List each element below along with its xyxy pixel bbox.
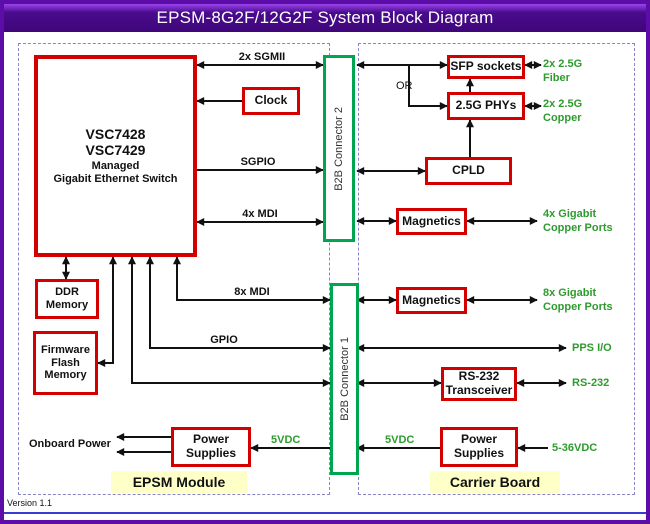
sgmii-bus-label: 2x SGMII [238,51,286,63]
phys-block: 2.5G PHYs [447,92,525,120]
pps-label: PPS I/O [572,342,612,354]
rs232-port-label: RS-232 [572,377,610,389]
magnetics-top-block: Magnetics [396,208,467,235]
diagram-title: EPSM-8G2F/12G2F System Block Diagram [4,4,646,32]
onboard-power-label: Onboard Power [29,438,111,450]
ddr-memory-block: DDR Memory [35,279,99,319]
vin-label: 5-36VDC [552,442,598,454]
mdi4-bus-label: 4x MDI [242,208,278,220]
firmware-flash-memory-block: Firmware Flash Memory [33,331,98,395]
epsm-module-label: EPSM Module [111,471,247,493]
or-branch-line [408,65,448,110]
sgpio-bus-label: SGPIO [240,156,276,168]
carrier-board-region [358,43,635,495]
ethernet-switch-block: VSC7428 VSC7429 Managed Gigabit Ethernet… [34,55,197,257]
b2b-connector-1: B2B Connector 1 [330,283,359,475]
fiber-port-label: 2x 2.5G Fiber [543,58,583,84]
cpld-block: CPLD [425,157,512,185]
gpio-bus-label: GPIO [210,334,238,346]
b2b-connector-2: B2B Connector 2 [323,55,355,242]
flash-line [97,256,117,367]
gig8-ports-label: 8x Gigabit Copper Ports [543,287,613,313]
vdc5-epsm-label: 5VDC [271,434,301,446]
magnetics-bottom-block: Magnetics [396,287,467,314]
clock-block: Clock [242,87,300,115]
mdi8-bus-label: 8x MDI [234,286,270,298]
or-label: OR [396,80,413,92]
gig4-ports-label: 4x Gigabit Copper Ports [543,208,613,234]
uart-epsm-line [128,256,331,387]
version-text: Version 1.1 [7,498,53,508]
vdc5-carrier-label: 5VDC [385,434,415,446]
rs232-transceiver-block: RS-232 Transceiver [441,367,517,401]
carrier-board-label: Carrier Board [430,471,560,493]
bottom-divider [4,512,646,514]
copper-port-label: 2x 2.5G Copper [543,98,583,124]
sfp-sockets-block: SFP sockets [447,55,525,79]
power-supplies-carrier-block: Power Supplies [440,427,518,467]
power-supplies-epsm-block: Power Supplies [171,427,251,467]
wiring-layer [62,61,567,456]
